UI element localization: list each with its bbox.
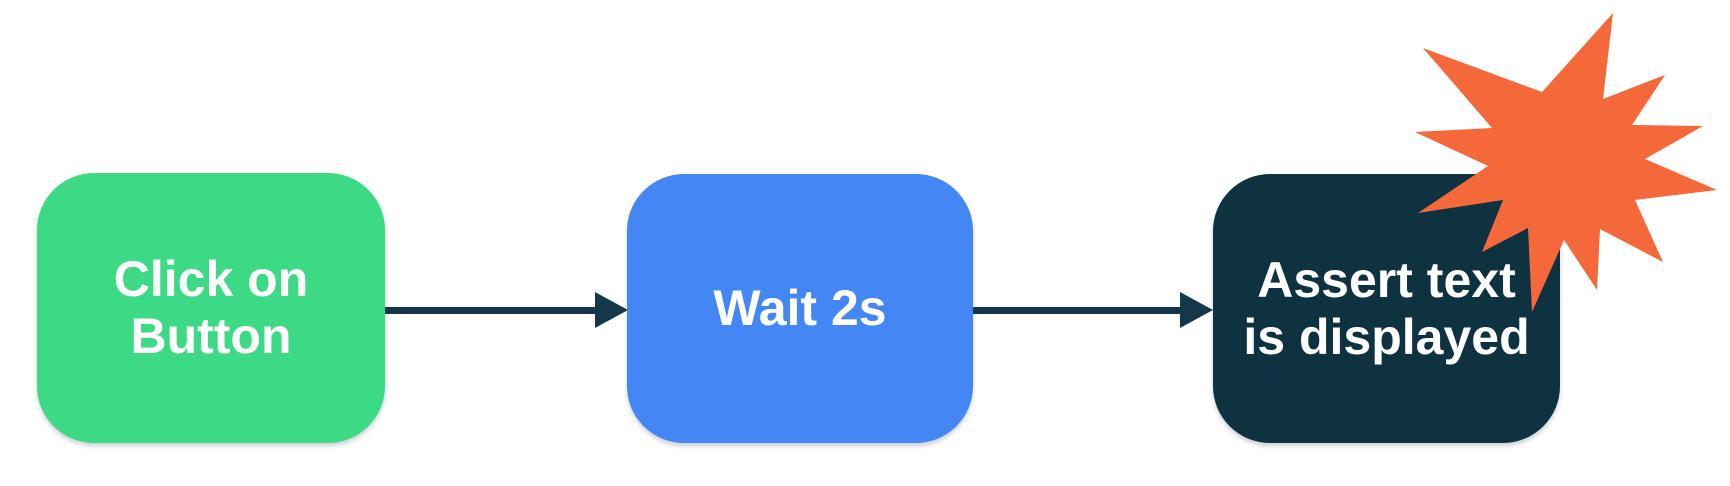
arrow-head-icon xyxy=(595,292,628,328)
node-click-on-button-label: Click on Button xyxy=(113,251,309,364)
node-assert-text-is-displayed-label: Assert text is displayed xyxy=(1243,251,1530,365)
node-assert-text-is-displayed[interactable]: Assert text is displayed xyxy=(1213,174,1560,443)
arrow-head-icon xyxy=(1180,292,1213,328)
node-wait-2s-label: Wait 2s xyxy=(713,280,887,336)
arrow-line xyxy=(973,306,1180,314)
node-wait-2s[interactable]: Wait 2s xyxy=(627,174,973,443)
connector-arrow-2 xyxy=(973,292,1213,328)
node-click-on-button[interactable]: Click on Button xyxy=(37,173,385,443)
connector-arrow-1 xyxy=(385,292,628,328)
arrow-line xyxy=(385,306,595,314)
